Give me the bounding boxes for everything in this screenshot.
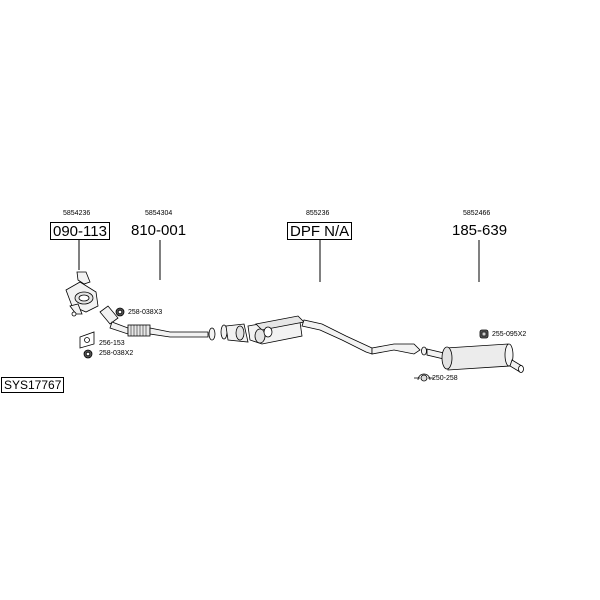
accessory-label-rubber-mount[interactable]: 255-095X2 (492, 331, 527, 338)
part-1-code[interactable]: 090-113 (50, 222, 110, 240)
rear-silencer-drawing (421, 343, 524, 373)
accessory-label-gasket-front[interactable]: 258-038X3 (128, 309, 163, 316)
catalytic-converter-drawing (65, 271, 99, 317)
part-2-reference: 5854304 (145, 210, 173, 217)
part-4-code[interactable]: 185-639 (452, 222, 508, 239)
accessory-label-clamp[interactable]: 250-258 (432, 375, 458, 382)
accessory-label-gasket-pair[interactable]: 258-038X2 (99, 350, 134, 357)
accessory-label-flange[interactable]: 256-153 (99, 340, 125, 347)
part-3-reference: 855236 (306, 210, 330, 217)
part-3-code[interactable]: DPF N/A (287, 222, 353, 240)
system-id-label: SYS17767 (1, 377, 65, 393)
part-1-reference: 5854236 (63, 210, 91, 217)
front-pipe-drawing (99, 305, 216, 341)
part-4-reference: 5852466 (463, 210, 491, 217)
part-2-code[interactable]: 810-001 (131, 222, 187, 239)
dpf-section-drawing (220, 315, 421, 355)
accessory-icons (79, 307, 489, 382)
